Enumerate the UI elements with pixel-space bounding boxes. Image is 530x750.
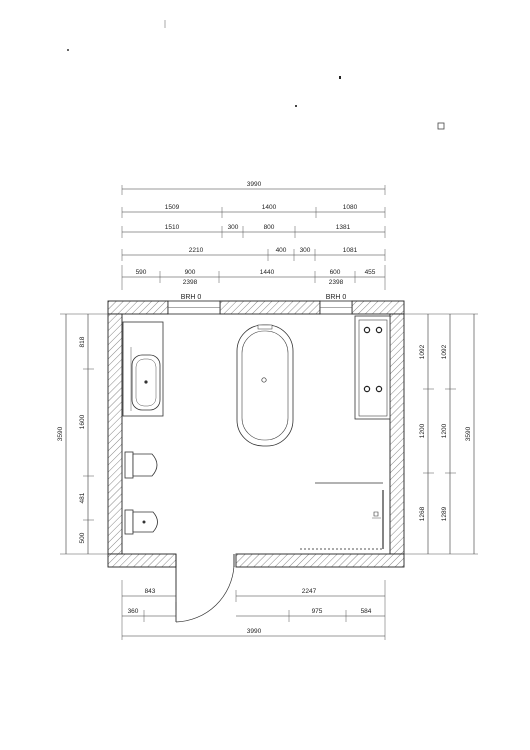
toilet (124, 451, 158, 479)
dim-top-row4-a: 2210 (189, 247, 204, 254)
window-left-sill-label: BRH 0 (181, 294, 202, 301)
dim-top-row3-a: 1510 (165, 224, 180, 231)
dim-top-row3-c: 800 (264, 224, 275, 231)
dim-top-row5-e: 455 (365, 269, 376, 276)
vanity-unit (122, 321, 164, 417)
dim-bottom-row1-b: 2247 (302, 588, 317, 595)
top-dimension-chains: 3990 1509 1400 1080 1510 300 800 1381 22… (121, 181, 386, 290)
dim-top-row2-b: 1400 (262, 204, 277, 211)
dim-top-row3-b: 300 (228, 224, 239, 231)
dim-right-inner-a: 1092 (419, 344, 426, 359)
dim-left-seg-d: 500 (79, 532, 86, 543)
bidet (124, 509, 158, 535)
dim-top-row3-d: 1381 (336, 224, 351, 231)
dim-right-outer-b: 1200 (441, 423, 448, 438)
window-right-sill-label: BRH 0 (326, 294, 347, 301)
dim-top-row5-sub-b: 2398 (329, 279, 344, 286)
dim-top-row4-d: 1081 (343, 247, 358, 254)
dim-left-seg-c: 481 (79, 492, 86, 503)
entrance-door (175, 554, 235, 623)
bottom-dimension-chains: 843 2247 360 975 584 3990 (121, 580, 386, 640)
dim-bottom-row2-b: 975 (312, 608, 323, 615)
room-walls (107, 300, 405, 568)
shower-area (300, 482, 384, 550)
dim-top-total: 3990 (247, 181, 262, 188)
dim-top-row4-c: 300 (300, 247, 311, 254)
dim-top-row2-c: 1080 (343, 204, 358, 211)
dim-top-row5-b: 900 (185, 269, 196, 276)
right-dimension-chains: 1092 1200 1268 1092 1200 1289 3590 (404, 313, 478, 555)
dim-bottom-total: 3990 (247, 628, 262, 635)
dim-top-row4-b: 400 (276, 247, 287, 254)
dim-right-outer-a: 1092 (441, 344, 448, 359)
dim-left-total: 3590 (57, 426, 64, 441)
dim-top-row2-a: 1509 (165, 204, 180, 211)
dim-bottom-row2-a: 360 (128, 608, 139, 615)
dim-right-inner-b: 1200 (419, 423, 426, 438)
window-right (319, 300, 353, 315)
scan-marks (67, 20, 445, 130)
freestanding-bathtub (236, 324, 294, 447)
dim-right-outer-c: 1289 (441, 506, 448, 521)
dim-left-seg-a: 818 (79, 336, 86, 347)
dim-bottom-row2-c: 584 (361, 608, 372, 615)
left-dimension-chains: 3590 818 1600 481 500 (57, 313, 108, 555)
dim-bottom-row1-a: 843 (145, 588, 156, 595)
dim-right-total: 3590 (465, 426, 472, 441)
dim-top-row5-c: 1440 (260, 269, 275, 276)
dim-top-row5-d: 600 (330, 269, 341, 276)
dim-right-inner-c: 1268 (419, 506, 426, 521)
dim-top-row5-a: 590 (136, 269, 147, 276)
dim-left-seg-b: 1600 (79, 414, 86, 429)
dim-top-row5-sub-a: 2398 (183, 279, 198, 286)
corner-cabinet (354, 315, 391, 420)
window-left (167, 300, 221, 315)
